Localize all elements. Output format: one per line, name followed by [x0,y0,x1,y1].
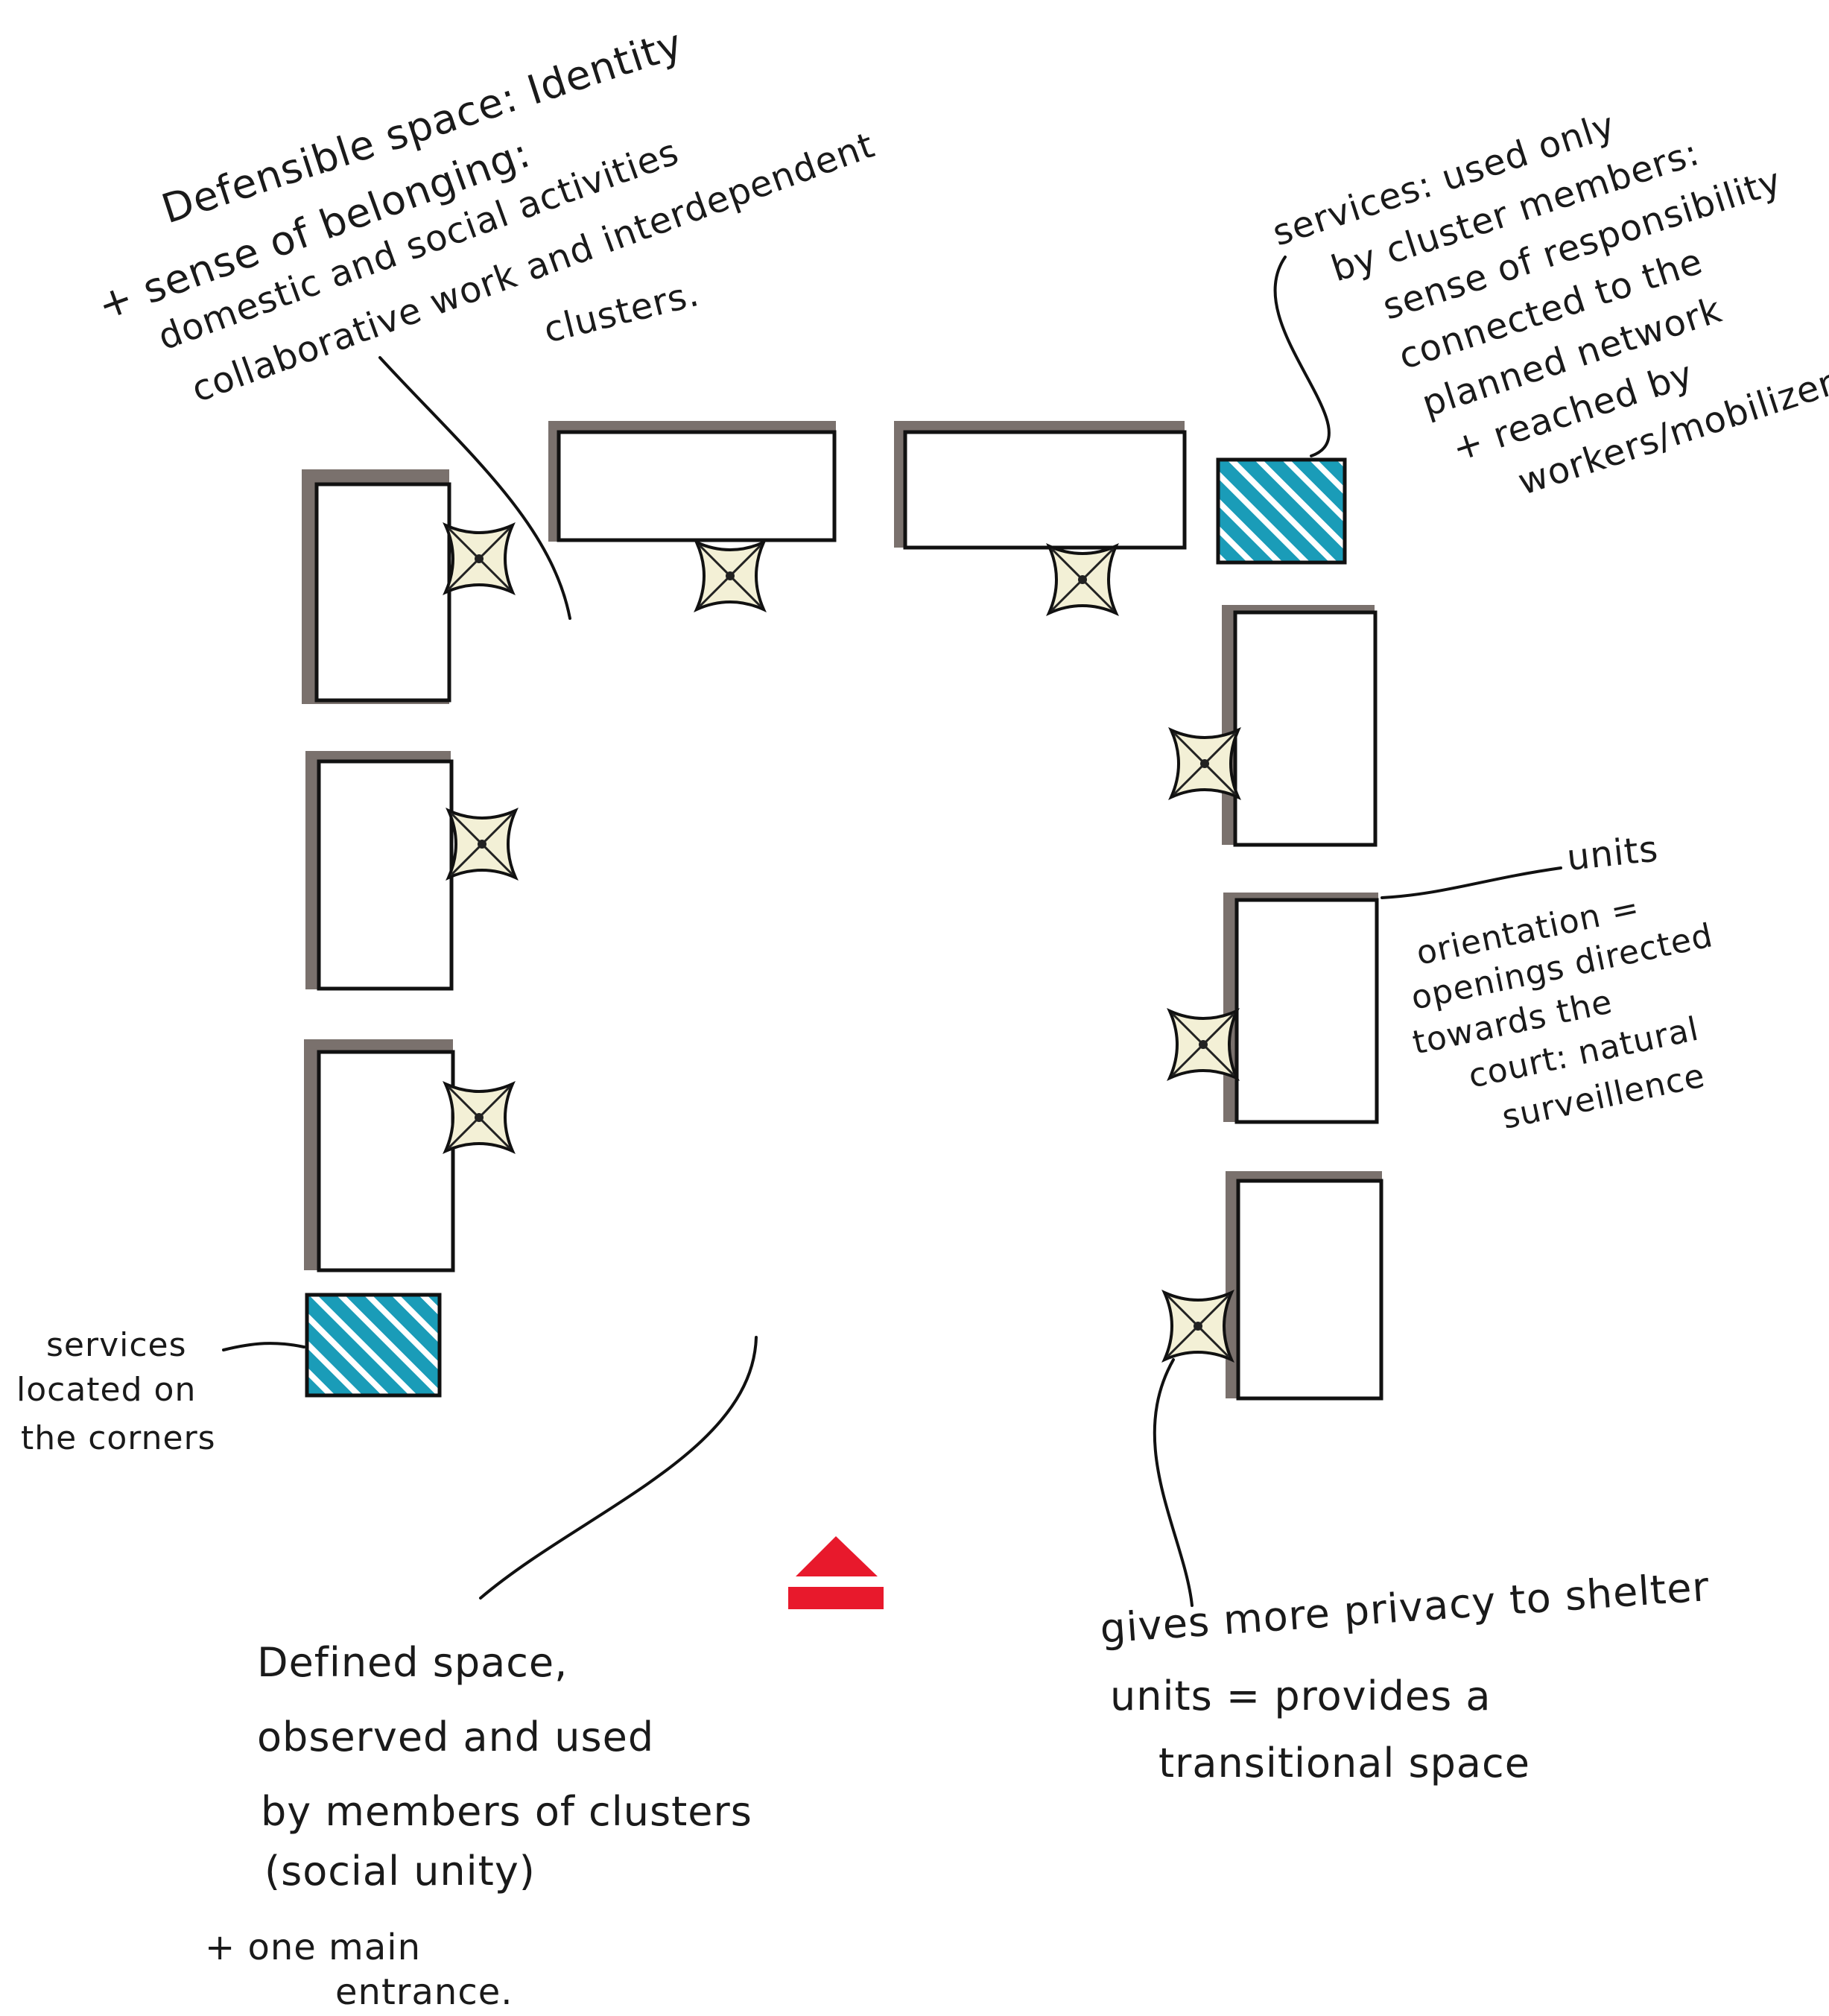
annotation-services-top: services: used only by cluster members: … [1267,104,1829,504]
svg-text:+ one main: + one main [205,1927,421,1968]
svg-text:units: units [1565,828,1660,879]
annotation-clusters: clusters. [539,273,703,352]
svg-text:clusters.: clusters. [539,273,703,352]
unit-top-left [548,421,837,542]
leader-privacy [1153,1358,1194,1607]
annotation-defined-space: Defined space, observed and used by memb… [205,1639,752,2013]
leader-units [1381,866,1562,899]
unit-left-2 [305,751,454,991]
svg-text:observed and used: observed and used [257,1714,654,1760]
leader-services-top [1273,256,1331,457]
unit-left-1 [302,469,451,704]
svg-text:entrance.: entrance. [335,1971,513,2013]
opening-cross-icon [1163,1291,1233,1361]
annotation-units: units orientation = openings directed to… [1408,828,1717,1136]
opening-cross-icon [444,1083,514,1153]
opening-cross-icon [1168,1009,1238,1080]
svg-text:services: services [46,1326,187,1364]
svg-text:units = provides a: units = provides a [1110,1673,1492,1719]
svg-text:transitional space: transitional space [1158,1740,1530,1787]
unit-top-right [894,421,1187,550]
svg-text:Defined space,: Defined space, [257,1639,568,1686]
unit-right-1 [1222,605,1378,847]
svg-text:gives more privacy to shelter: gives more privacy to shelter [1099,1563,1711,1652]
opening-cross-icon [444,524,514,594]
unit-right-2 [1223,893,1379,1124]
opening-cross-icon [447,809,517,879]
unit-right-3 [1226,1171,1383,1401]
service-box-top-right [1216,457,1347,565]
leader-services-corner [222,1342,305,1351]
svg-text:located on: located on [16,1371,196,1409]
unit-left-3 [304,1039,455,1272]
opening-cross-icon [1047,545,1118,615]
annotation-services-corners: services located on the corners [16,1326,216,1457]
service-box-bottom-left [305,1293,442,1398]
svg-text:by members of clusters: by members of clusters [261,1788,752,1835]
leader-defensible [378,356,571,620]
opening-cross-icon [1170,729,1240,799]
svg-text:(social unity): (social unity) [264,1848,536,1895]
opening-cross-icon [695,541,765,611]
leader-defined [479,1336,758,1600]
entrance-arrow-icon [788,1536,884,1609]
svg-text:the corners: the corners [21,1419,216,1457]
